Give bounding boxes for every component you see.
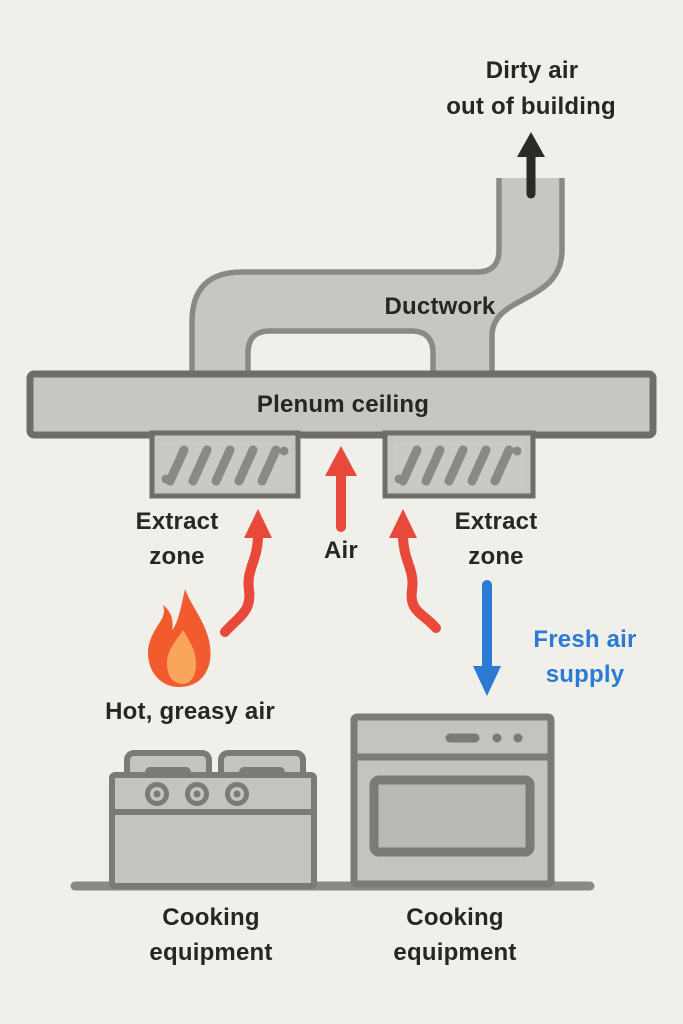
extract-zone-left-label-line2: zone (149, 543, 205, 570)
ductwork-label: Ductwork (384, 293, 496, 320)
extract-zone-left-label-line1: Extract (135, 508, 219, 535)
stove-icon (109, 750, 317, 889)
fresh-air-arrow-icon (473, 580, 501, 696)
fresh-air-supply-label-line2: supply (545, 661, 625, 688)
cooking-equipment-left-label-line2: equipment (149, 939, 273, 966)
extract-grille-left-icon (149, 430, 301, 499)
air-label: Air (324, 537, 358, 564)
ductwork-shape (189, 178, 565, 384)
extract-zone-right-label-line2: zone (468, 543, 524, 570)
extract-grille-right-icon (382, 430, 536, 499)
hot-air-arrow-left-icon (220, 509, 272, 637)
air-arrow-icon (325, 446, 357, 532)
flame-icon (148, 589, 211, 688)
exhaust-arrow-icon (517, 132, 545, 199)
hot-greasy-air-label: Hot, greasy air (105, 698, 275, 725)
dirty-air-label-line1: Dirty air (485, 57, 579, 84)
cooking-equipment-right-label-line1: Cooking (406, 904, 504, 931)
dirty-air-label-line2: out of building (446, 93, 616, 120)
plenum-ceiling-label: Plenum ceiling (256, 391, 430, 418)
cooking-equipment-left-label-line1: Cooking (162, 904, 260, 931)
extract-zone-right-label-line1: Extract (454, 508, 538, 535)
cooking-equipment-right-label-line2: equipment (393, 939, 517, 966)
hot-air-arrow-right-icon (389, 509, 441, 633)
plenum-ceiling-bar (26, 370, 657, 439)
fresh-air-supply-label-line1: Fresh air (533, 626, 637, 653)
oven-icon (350, 713, 555, 888)
